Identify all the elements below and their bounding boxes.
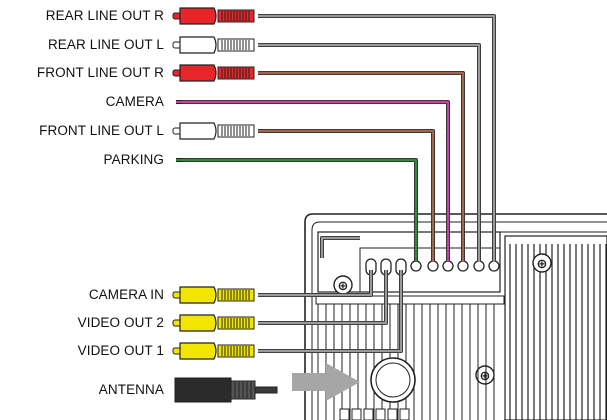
wire-front-line-out-r [258, 71, 465, 262]
video-out-1-label: VIDEO OUT 1 [77, 343, 164, 358]
plug-body [179, 342, 217, 360]
antenna-pin [254, 386, 278, 394]
screw [532, 253, 552, 273]
camera-label: CAMERA [105, 94, 164, 109]
wire-video-out-1 [258, 270, 403, 353]
plug-grip [217, 9, 255, 23]
grip-sleeve [217, 9, 255, 23]
rca-jack [410, 260, 422, 272]
rca-jack [442, 260, 454, 272]
wire-camera-in [258, 270, 373, 297]
plug-grip [217, 316, 255, 330]
plug-grip [217, 124, 255, 138]
bottom-tab [363, 408, 374, 420]
plug-grip [217, 288, 255, 302]
unit-outline-inner [311, 221, 607, 420]
plug-body [179, 64, 217, 82]
screw-icon: ⊕ [480, 369, 491, 384]
vent-bar [315, 295, 505, 305]
plug-grip [217, 38, 255, 52]
rca-jack [427, 260, 439, 272]
heat-sink-frame [504, 235, 607, 420]
bottom-tab [387, 408, 398, 420]
antenna-label: ANTENNA [98, 382, 164, 397]
plug-body [179, 36, 217, 54]
heat-sink [504, 235, 607, 420]
grip-sleeve [217, 288, 255, 302]
plug-body [179, 286, 217, 304]
grip-sleeve [217, 66, 255, 80]
wire-video-out-2 [258, 270, 388, 325]
front-line-out-l-plug [172, 122, 255, 140]
rear-line-out-l-plug [172, 36, 255, 54]
head-unit-rear: ⊕ ⊕ ⊕ [304, 213, 607, 420]
video-out-2-label: VIDEO OUT 2 [77, 315, 164, 330]
rca-jack [457, 260, 469, 272]
antenna-plug [174, 377, 278, 403]
plug-body [179, 7, 217, 25]
rear-line-out-r-label: REAR LINE OUT R [45, 8, 164, 23]
grip-sleeve [217, 38, 255, 52]
screw-icon: ⊕ [338, 279, 349, 294]
plug-grip [217, 344, 255, 358]
front-line-out-r-plug [172, 64, 255, 82]
parking-label: PARKING [103, 152, 164, 167]
bottom-tab [399, 408, 410, 420]
wire-rear-line-out-l [258, 43, 481, 262]
wire-bundle [320, 236, 360, 258]
screw-icon: ⊕ [537, 257, 548, 272]
video-out-2-plug [172, 314, 255, 332]
camera-in-plug [172, 286, 255, 304]
grip-sleeve [217, 124, 255, 138]
plug-body [179, 314, 217, 332]
rca-jack [473, 260, 485, 272]
wire-camera [178, 100, 450, 262]
antenna-body [174, 377, 232, 403]
jack-panel [359, 247, 501, 293]
wire-parking [178, 158, 418, 262]
plug-grip [217, 66, 255, 80]
video-out-1-plug [172, 342, 255, 360]
rear-line-out-l-label: REAR LINE OUT L [47, 37, 164, 52]
front-line-out-r-label: FRONT LINE OUT R [36, 65, 164, 80]
wire-rear-line-out-r [258, 14, 496, 262]
plug-body [179, 122, 217, 140]
rca-jack [488, 260, 500, 272]
wire-front-line-out-l [258, 129, 435, 262]
front-line-out-l-label: FRONT LINE OUT L [39, 123, 164, 138]
bottom-tab [351, 408, 362, 420]
grip-sleeve [217, 316, 255, 330]
antenna-socket-inner [375, 362, 411, 398]
bottom-tab [375, 408, 386, 420]
insert-arrow [292, 363, 360, 401]
camera-in-label: CAMERA IN [88, 287, 164, 302]
rear-line-out-r-plug [172, 7, 255, 25]
bottom-tab [339, 408, 350, 420]
grip-sleeve [217, 344, 255, 358]
